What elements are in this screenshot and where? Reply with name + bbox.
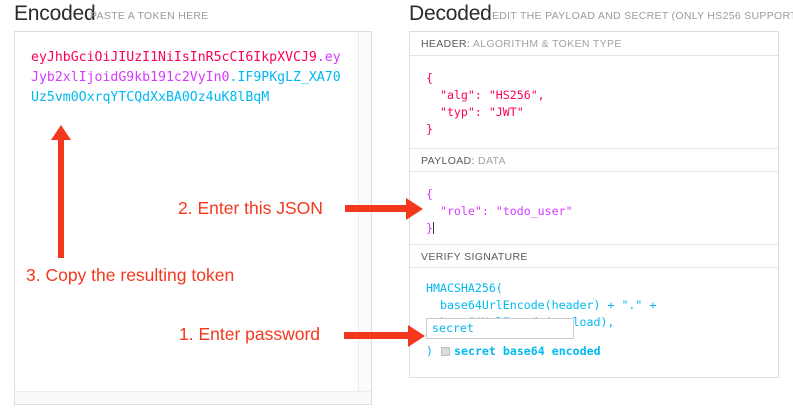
payload-code-closing-brace: }	[426, 221, 433, 235]
hmac-closing-paren: )	[426, 344, 433, 358]
encoded-token-panel[interactable]: eyJhbGciOiJIUzI1NiIsInR5cCI6IkpXVCJ9eyJy…	[14, 31, 372, 405]
secret-base64-label[interactable]: secret base64 encoded	[454, 344, 601, 358]
decoded-verify-section-label: VERIFY SIGNATURE	[410, 244, 778, 268]
annotation-step-2-arrow-head-icon	[406, 198, 423, 220]
annotation-step-2-arrow-shaft	[345, 205, 408, 212]
encoded-token-textarea[interactable]: eyJhbGciOiJIUzI1NiIsInR5cCI6IkpXVCJ9eyJy…	[15, 32, 359, 392]
annotation-step-3-text: 3. Copy the resulting token	[26, 265, 235, 285]
decoded-panel-subtitle: EDIT THE PAYLOAD AND SECRET (ONLY HS256 …	[492, 10, 793, 22]
decoded-header-code[interactable]: { "alg": "HS256", "typ": "JWT" }	[426, 71, 545, 136]
encoded-panel-title: Encoded	[14, 2, 96, 25]
secret-input[interactable]: secret	[426, 318, 574, 339]
decoded-payload-label-light: DATA	[478, 155, 506, 167]
annotation-step-2-text: 2. Enter this JSON	[178, 198, 323, 218]
decoded-payload-label-strong: PAYLOAD:	[421, 155, 475, 167]
decoded-panel-title: Decoded	[409, 2, 492, 25]
token-separator-2-icon	[230, 70, 238, 85]
secret-base64-checkbox[interactable]	[441, 347, 450, 356]
encoded-panel-scrollbar[interactable]	[358, 32, 371, 392]
decoded-payload-section-label: PAYLOAD: DATA	[410, 148, 778, 172]
decoded-verify-block: HMACSHA256( base64UrlEncode(header) + ".…	[410, 268, 778, 377]
decoded-header-label-strong: HEADER:	[421, 38, 471, 50]
decoded-verify-label-strong: VERIFY SIGNATURE	[421, 251, 528, 263]
decoded-header-label-light: ALGORITHM & TOKEN TYPE	[472, 38, 622, 50]
decoded-panel: HEADER: ALGORITHM & TOKEN TYPE { "alg": …	[409, 31, 779, 378]
annotation-step-1-arrow-head-icon	[408, 325, 425, 347]
annotation-step-1-arrow-shaft	[344, 332, 410, 339]
annotation-step-3-arrow-shaft	[58, 138, 64, 258]
annotation-step-3-arrow-head-icon	[51, 125, 71, 140]
payload-code-line-1: {	[426, 187, 433, 201]
text-cursor-icon	[432, 222, 434, 234]
payload-code-line-2: "role": "todo_user"	[426, 204, 573, 218]
payload-code-line-3: }	[426, 220, 778, 237]
encoded-panel-subtitle: PASTE A TOKEN HERE	[90, 10, 209, 22]
decoded-payload-code[interactable]: { "role": "todo_user"}	[410, 172, 778, 244]
token-signature-segment: IF9PKgLZ_XA70Uz5vm0OxrqYTCQdXxBA0Oz4uK8l…	[31, 70, 341, 105]
token-header-segment: eyJhbGciOiJIUzI1NiIsInR5cCI6IkpXVCJ9	[31, 50, 317, 65]
token-separator-1-icon	[317, 50, 325, 65]
annotation-step-1-text: 1. Enter password	[179, 324, 321, 344]
token-payload-segment: eyJyb2xlIjoidG9kb191c2VyIn0	[31, 50, 341, 85]
decoded-header-section-label: HEADER: ALGORITHM & TOKEN TYPE	[410, 32, 778, 56]
encoded-panel-footer	[15, 391, 371, 404]
